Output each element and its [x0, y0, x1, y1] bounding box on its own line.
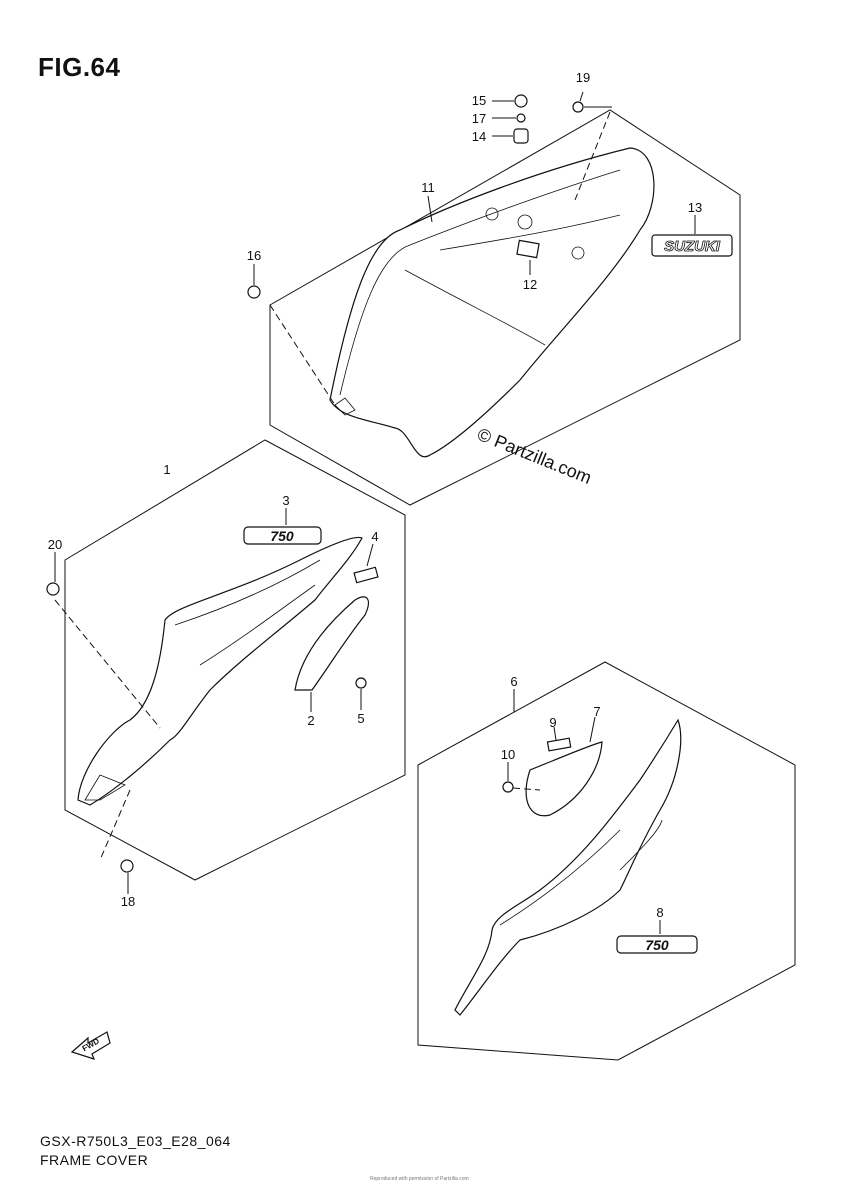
part-5-screw	[355, 677, 367, 689]
callout-7: 7	[593, 704, 600, 719]
callout-3: 3	[282, 493, 289, 508]
suzuki-emblem: SUZUKI	[651, 234, 733, 257]
figure-caption: FRAME COVER	[40, 1152, 149, 1168]
badge-750-right: 750	[616, 935, 698, 954]
callout-1: 1	[163, 462, 170, 477]
part-17-washer	[516, 113, 526, 123]
part-18-clip	[120, 859, 134, 873]
part-15-fastener	[514, 94, 528, 108]
inner-piece-part-7	[525, 741, 603, 817]
copyright-footnote: Reproduced with permission of Partzilla.…	[370, 1176, 469, 1182]
figure-title: FIG.64	[38, 52, 121, 82]
callout-15: 15	[472, 93, 486, 108]
badge-750-left: 750	[243, 526, 322, 545]
group-box-frame-cover-left	[64, 439, 406, 881]
callout-8: 8	[656, 905, 663, 920]
label-part-9	[546, 737, 572, 752]
group-box-frame-cover-right	[417, 661, 796, 1061]
frame-cover-left	[77, 536, 363, 806]
badge-750-right-text: 750	[645, 937, 669, 953]
callout-11: 11	[421, 180, 435, 195]
callout-13: 13	[688, 200, 702, 215]
part-14-grommet	[513, 128, 529, 144]
group-box-seat-tail	[269, 109, 741, 506]
callout-5: 5	[357, 711, 364, 726]
label-part-4	[353, 566, 379, 584]
leader-lines	[54, 91, 696, 934]
callout-numbers: 1 2 3 4 5 6 7 8 9 10 11 12 13 14 15 16 1…	[48, 70, 702, 920]
seat-tail-cover	[329, 147, 655, 458]
part-10-screw	[502, 781, 514, 793]
callout-19: 19	[576, 70, 590, 85]
part-19-bolt	[572, 101, 584, 113]
callout-12: 12	[523, 277, 537, 292]
callout-20: 20	[48, 537, 62, 552]
callout-6: 6	[510, 674, 517, 689]
callout-16: 16	[247, 248, 261, 263]
callout-9: 9	[549, 715, 556, 730]
callout-10: 10	[501, 747, 515, 762]
seat-label-plate	[516, 239, 540, 259]
callout-2: 2	[307, 713, 314, 728]
fwd-arrow-icon: FWD	[70, 1031, 111, 1060]
callout-18: 18	[121, 894, 135, 909]
model-code: GSX-R750L3_E03_E28_064	[40, 1133, 231, 1149]
callout-14: 14	[472, 129, 486, 144]
part-16-nut	[247, 285, 261, 299]
callout-17: 17	[472, 111, 486, 126]
suzuki-emblem-text: SUZUKI	[664, 238, 721, 255]
part-20-screw	[46, 582, 60, 596]
inner-piece-part-2	[294, 596, 369, 691]
badge-750-left-text: 750	[270, 528, 294, 544]
frame-cover-right	[454, 718, 682, 1016]
callout-4: 4	[371, 529, 378, 544]
